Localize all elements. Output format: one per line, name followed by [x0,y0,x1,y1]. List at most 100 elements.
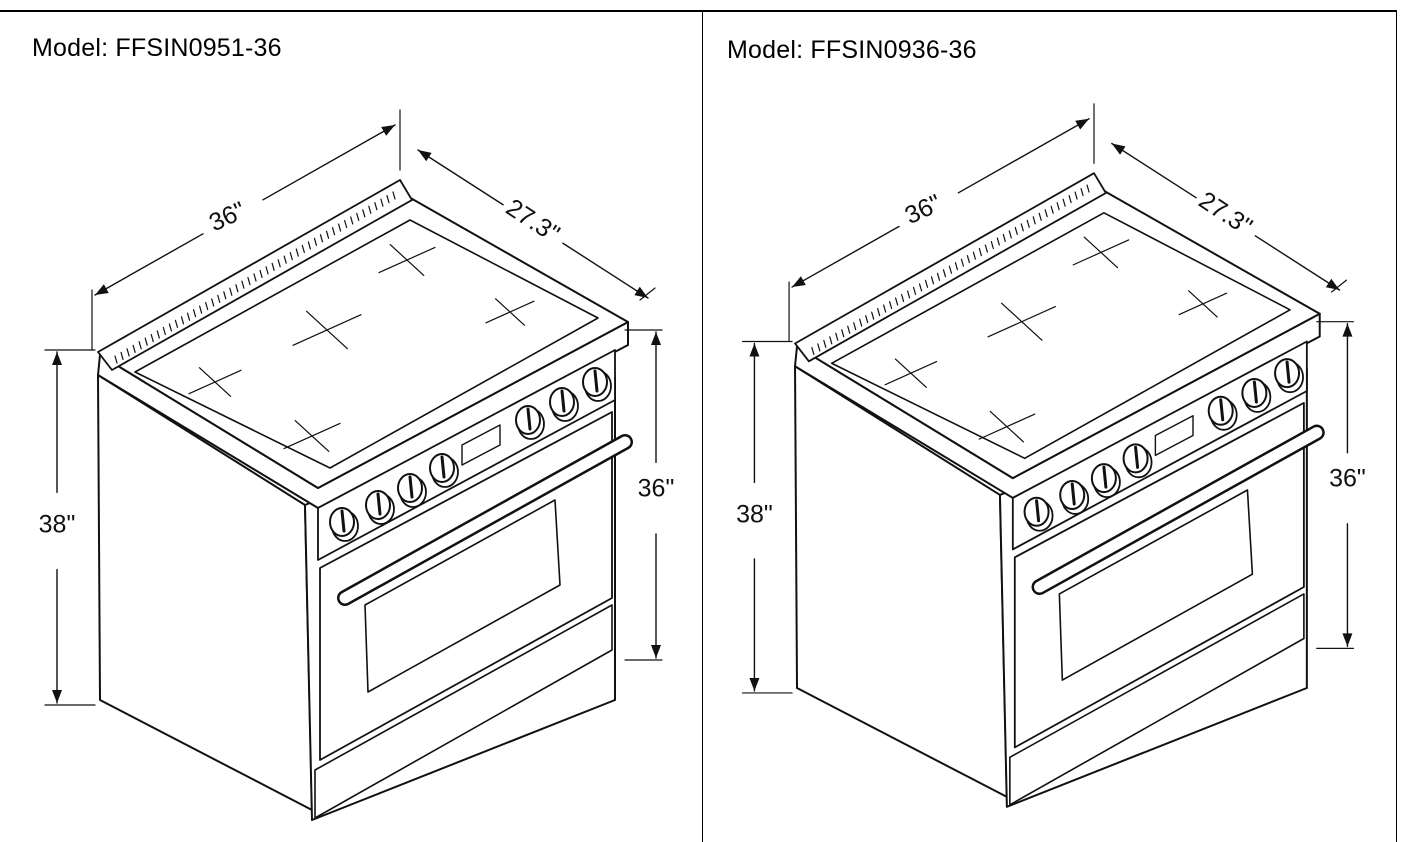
backguard-vent [350,216,354,225]
width-dimension-line [262,124,396,201]
backguard-vent [126,348,130,357]
backguard-vent [1080,188,1084,197]
depth-dimension-arrow [418,150,432,162]
control-knob-grip [1134,445,1140,469]
extension-line [1330,279,1348,293]
backguard-vent [1056,202,1060,211]
backguard-vent [918,283,923,292]
backguard-vent [942,269,947,278]
control-knob-grip [1252,380,1258,404]
control-knob-grip [376,492,382,516]
backguard-vent [1050,205,1054,214]
backguard-vent [829,336,833,345]
induction-zone [1188,290,1218,318]
depth-dimension-arrow [1325,278,1340,291]
total-height-dimension-arrow [52,352,62,365]
depth-label: 27.3" [1194,186,1258,241]
control-knob-grip [1102,465,1108,489]
backguard-vent [835,332,839,341]
induction-zone [894,358,927,388]
control-knob-grip [440,455,446,479]
width-dimension-line [957,118,1090,194]
backguard-vent [889,300,893,310]
panel-model-ffsin0951: Model: FFSIN0951-36 36"27.3"36"38" [0,10,703,842]
backguard-vent [823,339,827,348]
backguard-vent [853,322,857,331]
backguard-vent [283,255,287,264]
backguard-vent [223,291,227,300]
depth-dimension-line [562,242,649,299]
backguard-vent [217,294,221,303]
control-knob-grip [1285,360,1291,384]
backguard-vent [841,329,845,338]
backguard-vent [1062,198,1066,207]
backguard-vent [114,355,118,364]
backguard-vent [156,330,160,339]
width-dimension-line [94,233,204,296]
control-knob-grip [340,509,346,533]
backguard-vent [356,212,360,221]
backguard-vent [1026,219,1030,228]
backguard-vent [289,252,293,261]
backguard-vent [301,244,305,254]
backguard-vent [859,318,863,327]
backguard-vent [877,308,881,317]
backguard-vent [883,304,887,313]
backguard-vent [138,341,142,350]
extension-line [639,287,656,301]
backguard-vent [936,272,941,281]
induction-zone [198,367,232,397]
total-height-dimension-arrow [749,677,760,691]
range-diagram: 36"27.3"36"38" [39,109,674,821]
induction-zone [294,420,330,452]
backguard-vent [132,344,136,353]
backguard-vent [996,237,1000,246]
induction-zone [389,244,425,276]
backguard-vent [990,240,994,250]
backguard-vent [386,194,390,204]
backguard-vent [1086,184,1090,193]
cooktop-height-label: 36" [1329,465,1366,493]
backguard-vent [966,255,970,264]
backguard-vent [368,205,372,214]
backguard-vent [362,209,366,218]
backguard-vent [1074,191,1078,200]
backguard-vent [924,279,929,288]
backguard-vent [1068,195,1072,204]
width-label: 36" [901,189,946,230]
control-knob-grip [560,389,566,413]
total-height-label: 38" [736,500,773,528]
backguard-vent [895,297,899,306]
backguard-vent [960,258,965,267]
backguard-vent [392,191,396,200]
backguard-vent [817,343,821,352]
backguard-vent [192,309,197,318]
backguard-vent [199,305,203,314]
backguard-vent [1008,230,1012,239]
backguard-vent [271,262,275,271]
backguard-vent [150,334,154,343]
backguard-vent [253,273,257,282]
induction-zone [495,298,526,326]
width-dimension-arrow [381,125,395,136]
total-height-dimension-arrow [749,343,760,357]
control-knob-grip [593,369,599,393]
backguard-vent [948,265,953,274]
control-knob-grip [1070,482,1076,506]
backguard-vent [811,346,815,355]
glass-top [134,219,599,469]
depth-dimension-arrow [634,286,648,298]
width-dimension-arrow [95,284,109,295]
depth-dimension-line [1111,142,1197,199]
control-knob-grip [526,407,532,431]
control-knob-grip [408,475,414,499]
backguard-vent [259,269,263,279]
backguard-vent [265,266,269,275]
backguard-vent [344,219,348,229]
width-label: 36" [205,196,250,237]
induction-zone [1000,302,1043,341]
backguard-vent [162,326,166,336]
depth-label: 27.3" [501,193,565,248]
backguard-vent [906,290,911,299]
